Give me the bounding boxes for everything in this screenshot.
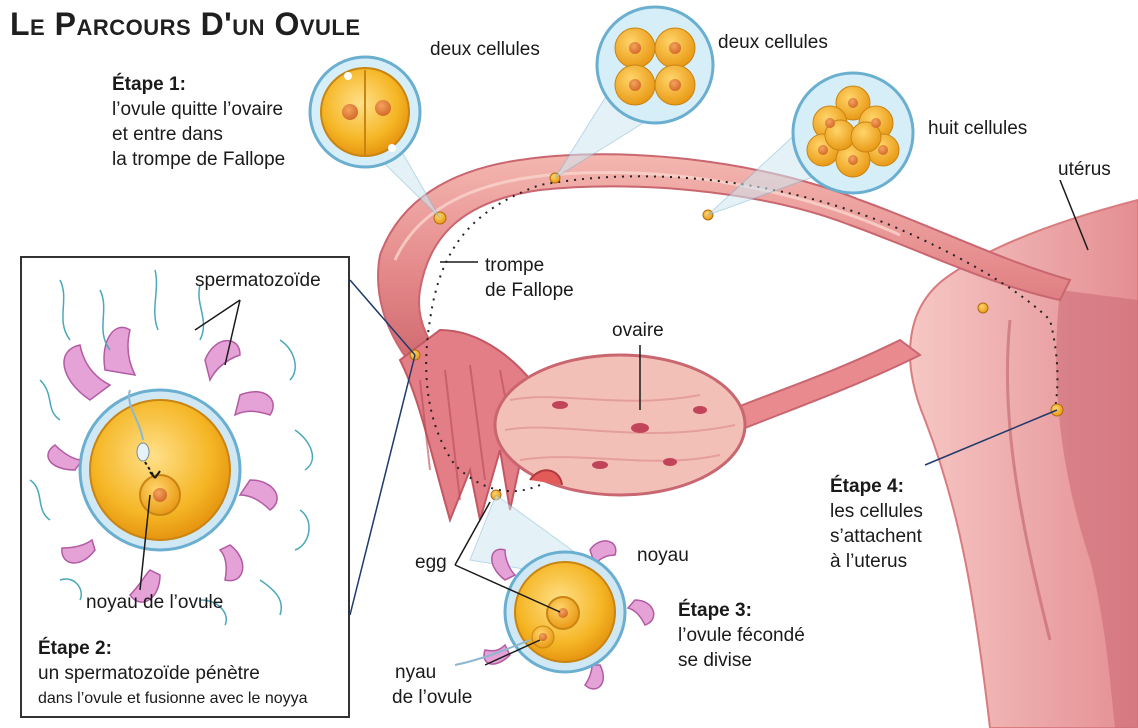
page-title: Le Parcours D'un Ovule xyxy=(10,6,361,43)
label-deux-cellules-1: deux cellules xyxy=(430,37,540,62)
label-egg: egg xyxy=(415,550,447,575)
step2-heading: Étape 2: xyxy=(38,636,308,661)
step4-line: à l’uterus xyxy=(830,549,923,574)
step3-line: se divise xyxy=(678,648,805,673)
label-uterus: utérus xyxy=(1058,157,1111,182)
step1-text: Étape 1: l’ovule quitte l’ovaire et entr… xyxy=(112,72,285,172)
step3-text: Étape 3: l’ovule fécondé se divise xyxy=(678,598,805,673)
step1-line: l’ovule quitte l’ovaire xyxy=(112,97,285,122)
label-noyau: noyau xyxy=(637,543,689,568)
label-trompe: trompe de Fallope xyxy=(485,253,574,303)
step2-line: dans l’ovule et fusionne avec le noyya xyxy=(38,686,308,711)
label-huit-cellules: huit cellules xyxy=(928,116,1027,141)
label-noyau-ovule: noyau de l’ovule xyxy=(86,590,223,615)
label-trompe-line2: de Fallope xyxy=(485,278,574,303)
step4-line: les cellules xyxy=(830,499,923,524)
step2-line: un spermatozoïde pénètre xyxy=(38,661,308,686)
step4-heading: Étape 4: xyxy=(830,474,923,499)
bubble-two-cells-2 xyxy=(597,7,713,123)
label-nyau: nyau de l’ovule xyxy=(392,660,472,710)
bubble-two-cells-1 xyxy=(310,57,420,167)
ovarian-ligament xyxy=(730,340,920,430)
step3-line: l’ovule fécondé xyxy=(678,623,805,648)
label-trompe-line1: trompe xyxy=(485,253,574,278)
label-ovaire: ovaire xyxy=(612,318,664,343)
step1-heading: Étape 1: xyxy=(112,72,285,97)
ovary xyxy=(495,355,745,495)
step1-line: et entre dans xyxy=(112,122,285,147)
label-spermatozoide: spermatozoïde xyxy=(195,268,321,293)
step3-heading: Étape 3: xyxy=(678,598,805,623)
label-nyau-line2: de l’ovule xyxy=(392,685,472,710)
bubble-eight-cells xyxy=(793,73,913,193)
step2-text: Étape 2: un spermatozoïde pénètre dans l… xyxy=(38,636,308,711)
step4-text: Étape 4: les cellules s’attachent à l’ut… xyxy=(830,474,923,574)
label-deux-cellules-2: deux cellules xyxy=(718,30,828,55)
label-nyau-line1: nyau xyxy=(392,660,472,685)
step4-line: s’attachent xyxy=(830,524,923,549)
step1-line: la trompe de Fallope xyxy=(112,147,285,172)
